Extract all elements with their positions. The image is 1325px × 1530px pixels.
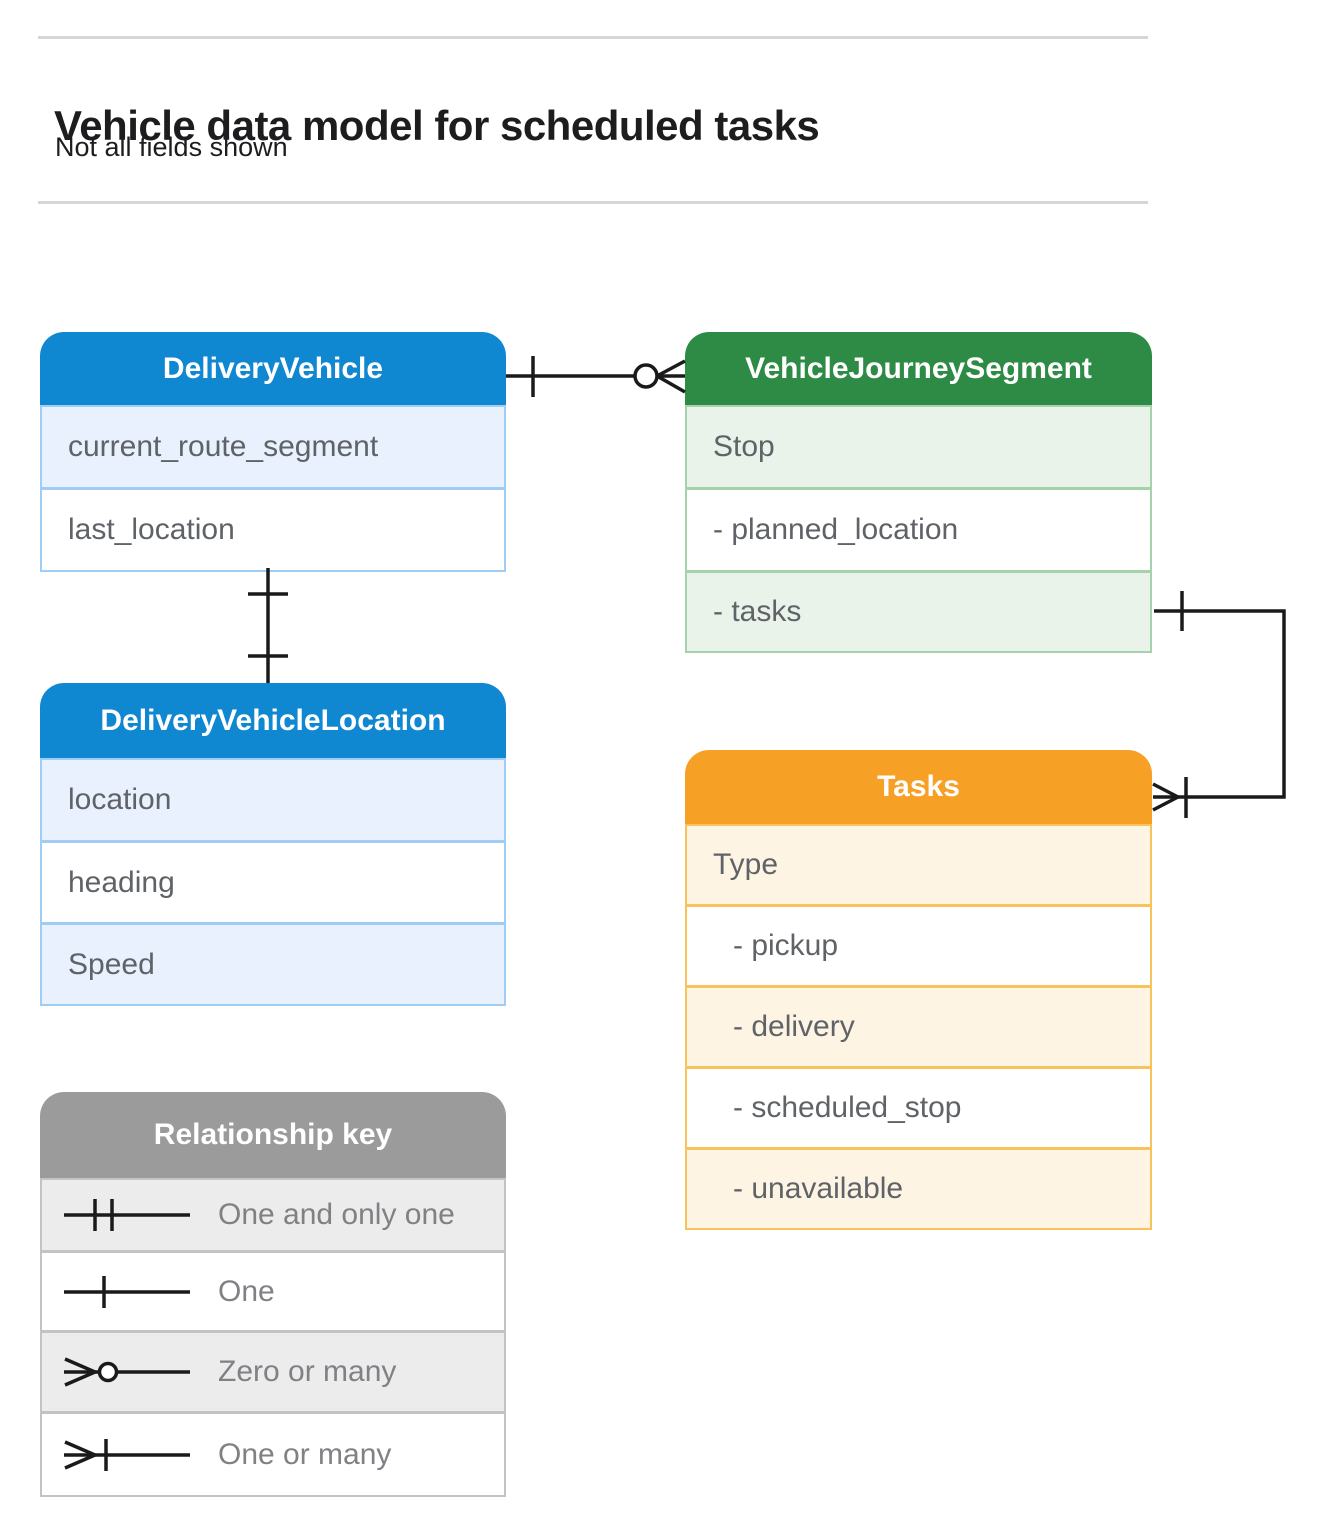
- field-planned-location: - planned_location: [687, 487, 1150, 570]
- entity-deliveryvehiclelocation: DeliveryVehicleLocation location heading…: [40, 683, 506, 1006]
- entity-deliveryvehicle: DeliveryVehicle current_route_segment la…: [40, 332, 506, 572]
- legend-row-one: One: [42, 1250, 504, 1330]
- divider-top: [38, 36, 1148, 39]
- legend-row-one-and-only-one: One and only one: [42, 1180, 504, 1250]
- legend-label: Zero or many: [218, 1355, 397, 1388]
- one-symbol-icon: [64, 1275, 190, 1308]
- relationship-deliveryvehicle-vehiclejourneysegment: [506, 356, 686, 397]
- legend-label: One and only one: [218, 1198, 455, 1231]
- one-and-only-one-symbol-icon: [64, 1199, 190, 1231]
- many-crow-foot: [656, 359, 686, 394]
- page-subtitle: Not all fields shown: [55, 132, 288, 162]
- relationship-key-title: Relationship key: [40, 1092, 506, 1178]
- entity-deliveryvehicle-title: DeliveryVehicle: [40, 332, 506, 405]
- legend-row-one-or-many: One or many: [42, 1411, 504, 1495]
- field-pickup: - pickup: [687, 904, 1150, 985]
- legend-label: One or many: [218, 1437, 392, 1471]
- relationship-deliveryvehicle-deliveryvehiclelocation: [248, 568, 288, 683]
- entity-deliveryvehiclelocation-title: DeliveryVehicleLocation: [40, 683, 506, 758]
- divider-bottom: [38, 201, 1148, 204]
- field-delivery: - delivery: [687, 985, 1150, 1066]
- page-title: Vehicle data model for scheduled tasks: [54, 102, 820, 150]
- field-type: Type: [687, 826, 1150, 904]
- entity-tasks-title: Tasks: [685, 750, 1152, 824]
- one-or-many-symbol-icon: [64, 1438, 190, 1471]
- zero-or-many-symbol-icon: [64, 1357, 190, 1387]
- field-stop: Stop: [687, 407, 1150, 487]
- field-last-location: last_location: [42, 487, 504, 570]
- field-unavailable: - unavailable: [687, 1147, 1150, 1228]
- entity-vehiclejourneysegment: VehicleJourneySegment Stop - planned_loc…: [685, 332, 1152, 653]
- many-crow-foot: [1152, 782, 1179, 812]
- relationship-vehiclejourneysegment-tasks: [1152, 591, 1286, 818]
- legend-label: One: [218, 1274, 275, 1308]
- entity-vehiclejourneysegment-title: VehicleJourneySegment: [685, 332, 1152, 405]
- field-heading: heading: [42, 840, 504, 922]
- relationship-key: Relationship key One and only one One Ze…: [40, 1092, 506, 1497]
- legend-row-zero-or-many: Zero or many: [42, 1330, 504, 1411]
- field-speed: Speed: [42, 922, 504, 1004]
- field-location: location: [42, 760, 504, 840]
- entity-tasks: Tasks Type - pickup - delivery - schedul…: [685, 750, 1152, 1230]
- zero-circle: [633, 363, 659, 389]
- field-scheduled-stop: - scheduled_stop: [687, 1066, 1150, 1147]
- field-current-route-segment: current_route_segment: [42, 407, 504, 487]
- field-tasks: - tasks: [687, 570, 1150, 651]
